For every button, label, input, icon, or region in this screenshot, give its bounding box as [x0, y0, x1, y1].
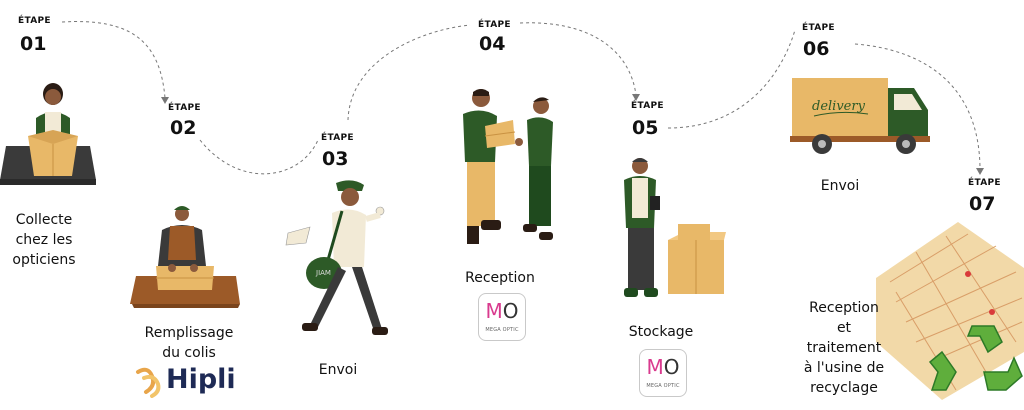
recycle-icon: [928, 325, 1023, 391]
step-03-caption: Envoi: [318, 362, 358, 378]
step-01-number: 01: [20, 33, 47, 55]
step-04-caption: Reception: [465, 270, 535, 286]
step-01-label: ÉTAPE: [18, 16, 51, 26]
mega-optic-mark: MO: [646, 355, 680, 379]
delivery-truck-illustration: delivery: [790, 78, 930, 154]
step-03-number: 03: [322, 148, 349, 170]
connector-05-06: [667, 29, 796, 129]
packer-illustration: [130, 206, 240, 308]
step-05-number: 05: [632, 117, 659, 139]
arrowhead-05: [632, 94, 640, 101]
mega-optic-mark: MO: [485, 299, 519, 323]
recycling-map-illustration: [876, 222, 1024, 400]
step-06-label: ÉTAPE: [802, 23, 835, 33]
step-02-label: ÉTAPE: [168, 103, 201, 113]
step-07-number: 07: [969, 193, 996, 215]
step-07-caption: Reception et traitement à l'usine de rec…: [803, 300, 885, 396]
hipli-wordmark: Hipli: [166, 364, 236, 395]
collector-illustration: [0, 83, 96, 185]
step-02-number: 02: [170, 117, 197, 139]
step-01-caption: Collecte chez les opticiens: [12, 212, 76, 268]
mega-optic-logo-05: MO MEGA OPTIC: [639, 349, 687, 397]
step-06-caption: Envoi: [820, 178, 860, 194]
mega-optic-logo-04: MO MEGA OPTIC: [478, 293, 526, 341]
step-05-label: ÉTAPE: [631, 101, 664, 111]
hipli-mark-icon: [136, 367, 161, 398]
storage-worker-illustration: [624, 158, 726, 297]
step-06-number: 06: [803, 38, 830, 60]
step-07-label: ÉTAPE: [968, 178, 1001, 188]
bag-text: JIAM: [315, 269, 331, 277]
hipli-logo: Hipli: [132, 364, 242, 402]
step-04-label: ÉTAPE: [478, 20, 511, 30]
mega-optic-text: MEGA OPTIC: [485, 327, 519, 333]
arrowhead-07: [976, 168, 984, 175]
step-04-number: 04: [479, 33, 506, 55]
step-02-caption: Remplissage du colis: [144, 325, 234, 361]
handover-illustration: [463, 89, 553, 244]
connector-03-04: [347, 24, 471, 121]
mega-optic-text: MEGA OPTIC: [646, 383, 680, 389]
connector-04-05: [519, 22, 637, 96]
step-03-label: ÉTAPE: [321, 133, 354, 143]
mail-carrier-illustration: JIAM: [285, 180, 388, 335]
connector-02-03: [199, 139, 319, 175]
step-05-caption: Stockage: [628, 324, 694, 340]
truck-text: delivery: [812, 99, 866, 114]
